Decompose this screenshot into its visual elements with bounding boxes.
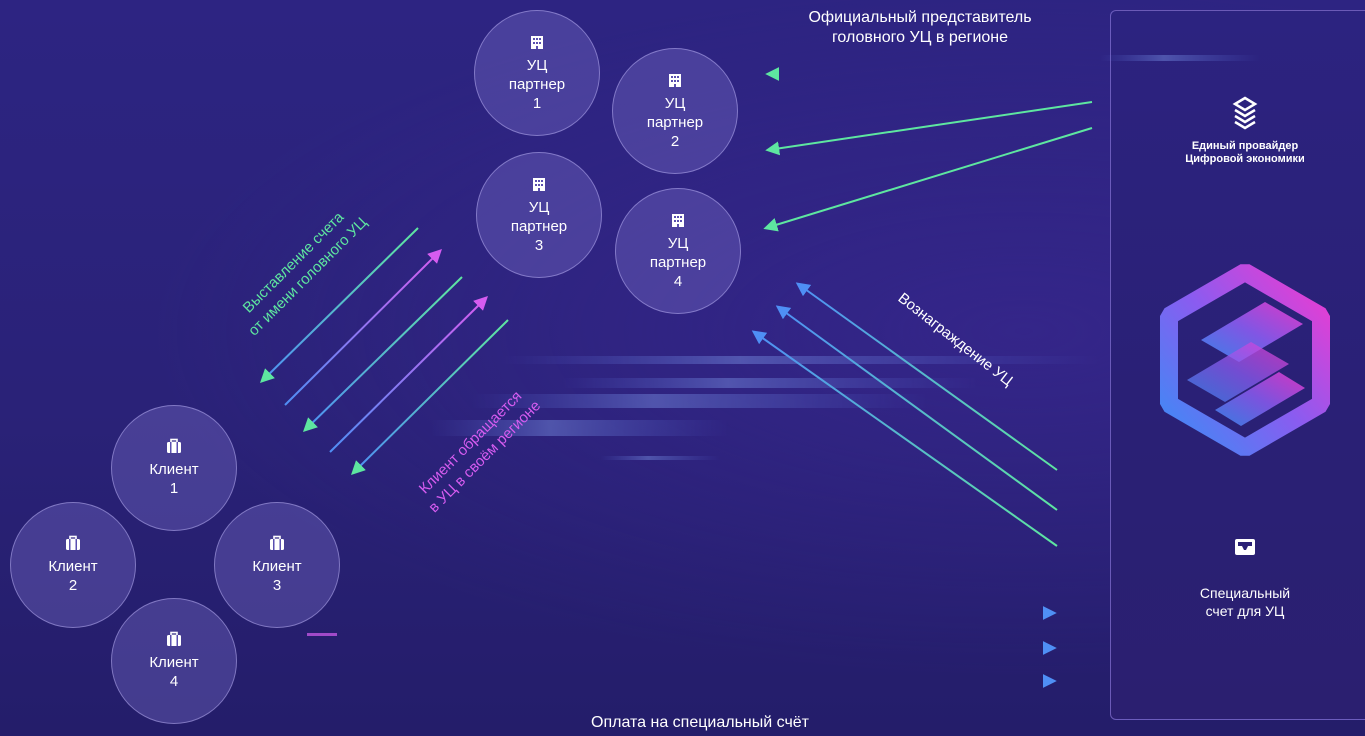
provider-name: Единый провайдер Цифровой экономики	[1145, 140, 1345, 166]
arrow-invoice-1	[260, 227, 419, 383]
partner-3-line-1: УЦ	[528, 198, 550, 216]
client-1-line-1: Клиент	[149, 461, 199, 478]
provider-logo-icon	[1232, 96, 1258, 130]
partner-2-line-3: 2	[670, 132, 680, 150]
client-2-line-2: 2	[68, 577, 78, 594]
partner-3: УЦ партнер 3	[476, 152, 602, 278]
inbox-icon	[1235, 539, 1255, 555]
building-icon	[531, 35, 543, 49]
briefcase-icon	[66, 535, 80, 550]
client-1-line-2: 1	[169, 480, 179, 497]
special-account-line-2: счет для УЦ	[1205, 603, 1285, 619]
special-account-line-1: Специальный	[1199, 585, 1291, 601]
partner-3-line-3: 3	[534, 236, 544, 254]
briefcase-icon	[167, 631, 181, 646]
top-caption-line-2: головного УЦ в регионе	[831, 29, 1009, 46]
client-4-line-1: Клиент	[149, 654, 199, 671]
building-icon	[669, 73, 681, 87]
partner-1-line-1: УЦ	[526, 56, 548, 74]
hexagon-logo-icon	[1160, 264, 1330, 456]
arrow-to-partner-4	[763, 127, 1093, 232]
partner-3-line-2: партнер	[510, 217, 568, 235]
partner-4: УЦ партнер 4	[615, 188, 741, 314]
arrow-to-partner-2	[765, 101, 1093, 156]
arrow-reward-3	[751, 330, 1058, 547]
partner-4-line-3: 4	[673, 272, 683, 290]
partner-2-line-2: партнер	[646, 113, 704, 131]
arrow-request-2	[329, 296, 488, 453]
arrow-invoice-3	[351, 319, 509, 475]
arrow-invoice-2	[302, 276, 463, 432]
partner-4-line-1: УЦ	[667, 234, 689, 252]
client-4-line-2: 4	[169, 673, 179, 690]
provider-name-line-1: Единый провайдер	[1191, 140, 1299, 152]
client-3-line-1: Клиент	[252, 558, 302, 575]
building-icon	[672, 213, 684, 227]
client-3: Клиент 3	[214, 502, 340, 628]
partner-4-line-2: партнер	[649, 253, 707, 271]
arrow-request-1	[284, 249, 442, 406]
payment-label: Оплата на специальный счёт	[591, 714, 809, 731]
building-icon	[533, 177, 545, 191]
provider-name-line-2: Цифровой экономики	[1185, 153, 1305, 165]
briefcase-icon	[270, 535, 284, 550]
client-1: Клиент 1	[111, 405, 237, 531]
partner-2-line-1: УЦ	[664, 94, 686, 112]
arrow-reward-1	[795, 282, 1058, 471]
partner-1: УЦ партнер 1	[474, 10, 600, 136]
client-3-line-2: 3	[272, 577, 282, 594]
top-caption: Официальный представитель головного УЦ в…	[740, 8, 1100, 48]
client-2: Клиент 2	[10, 502, 136, 628]
arrow-reward-2	[775, 305, 1058, 511]
special-account-label: Специальный счет для УЦ	[1145, 584, 1345, 620]
top-caption-line-1: Официальный представитель	[808, 9, 1032, 26]
client-2-line-1: Клиент	[48, 558, 98, 575]
partner-2: УЦ партнер 2	[612, 48, 738, 174]
partner-1-line-3: 1	[532, 94, 542, 112]
partner-1-line-2: партнер	[508, 75, 566, 93]
briefcase-icon	[167, 438, 181, 453]
client-4: Клиент 4	[111, 598, 237, 724]
light-streaks	[307, 55, 1260, 636]
